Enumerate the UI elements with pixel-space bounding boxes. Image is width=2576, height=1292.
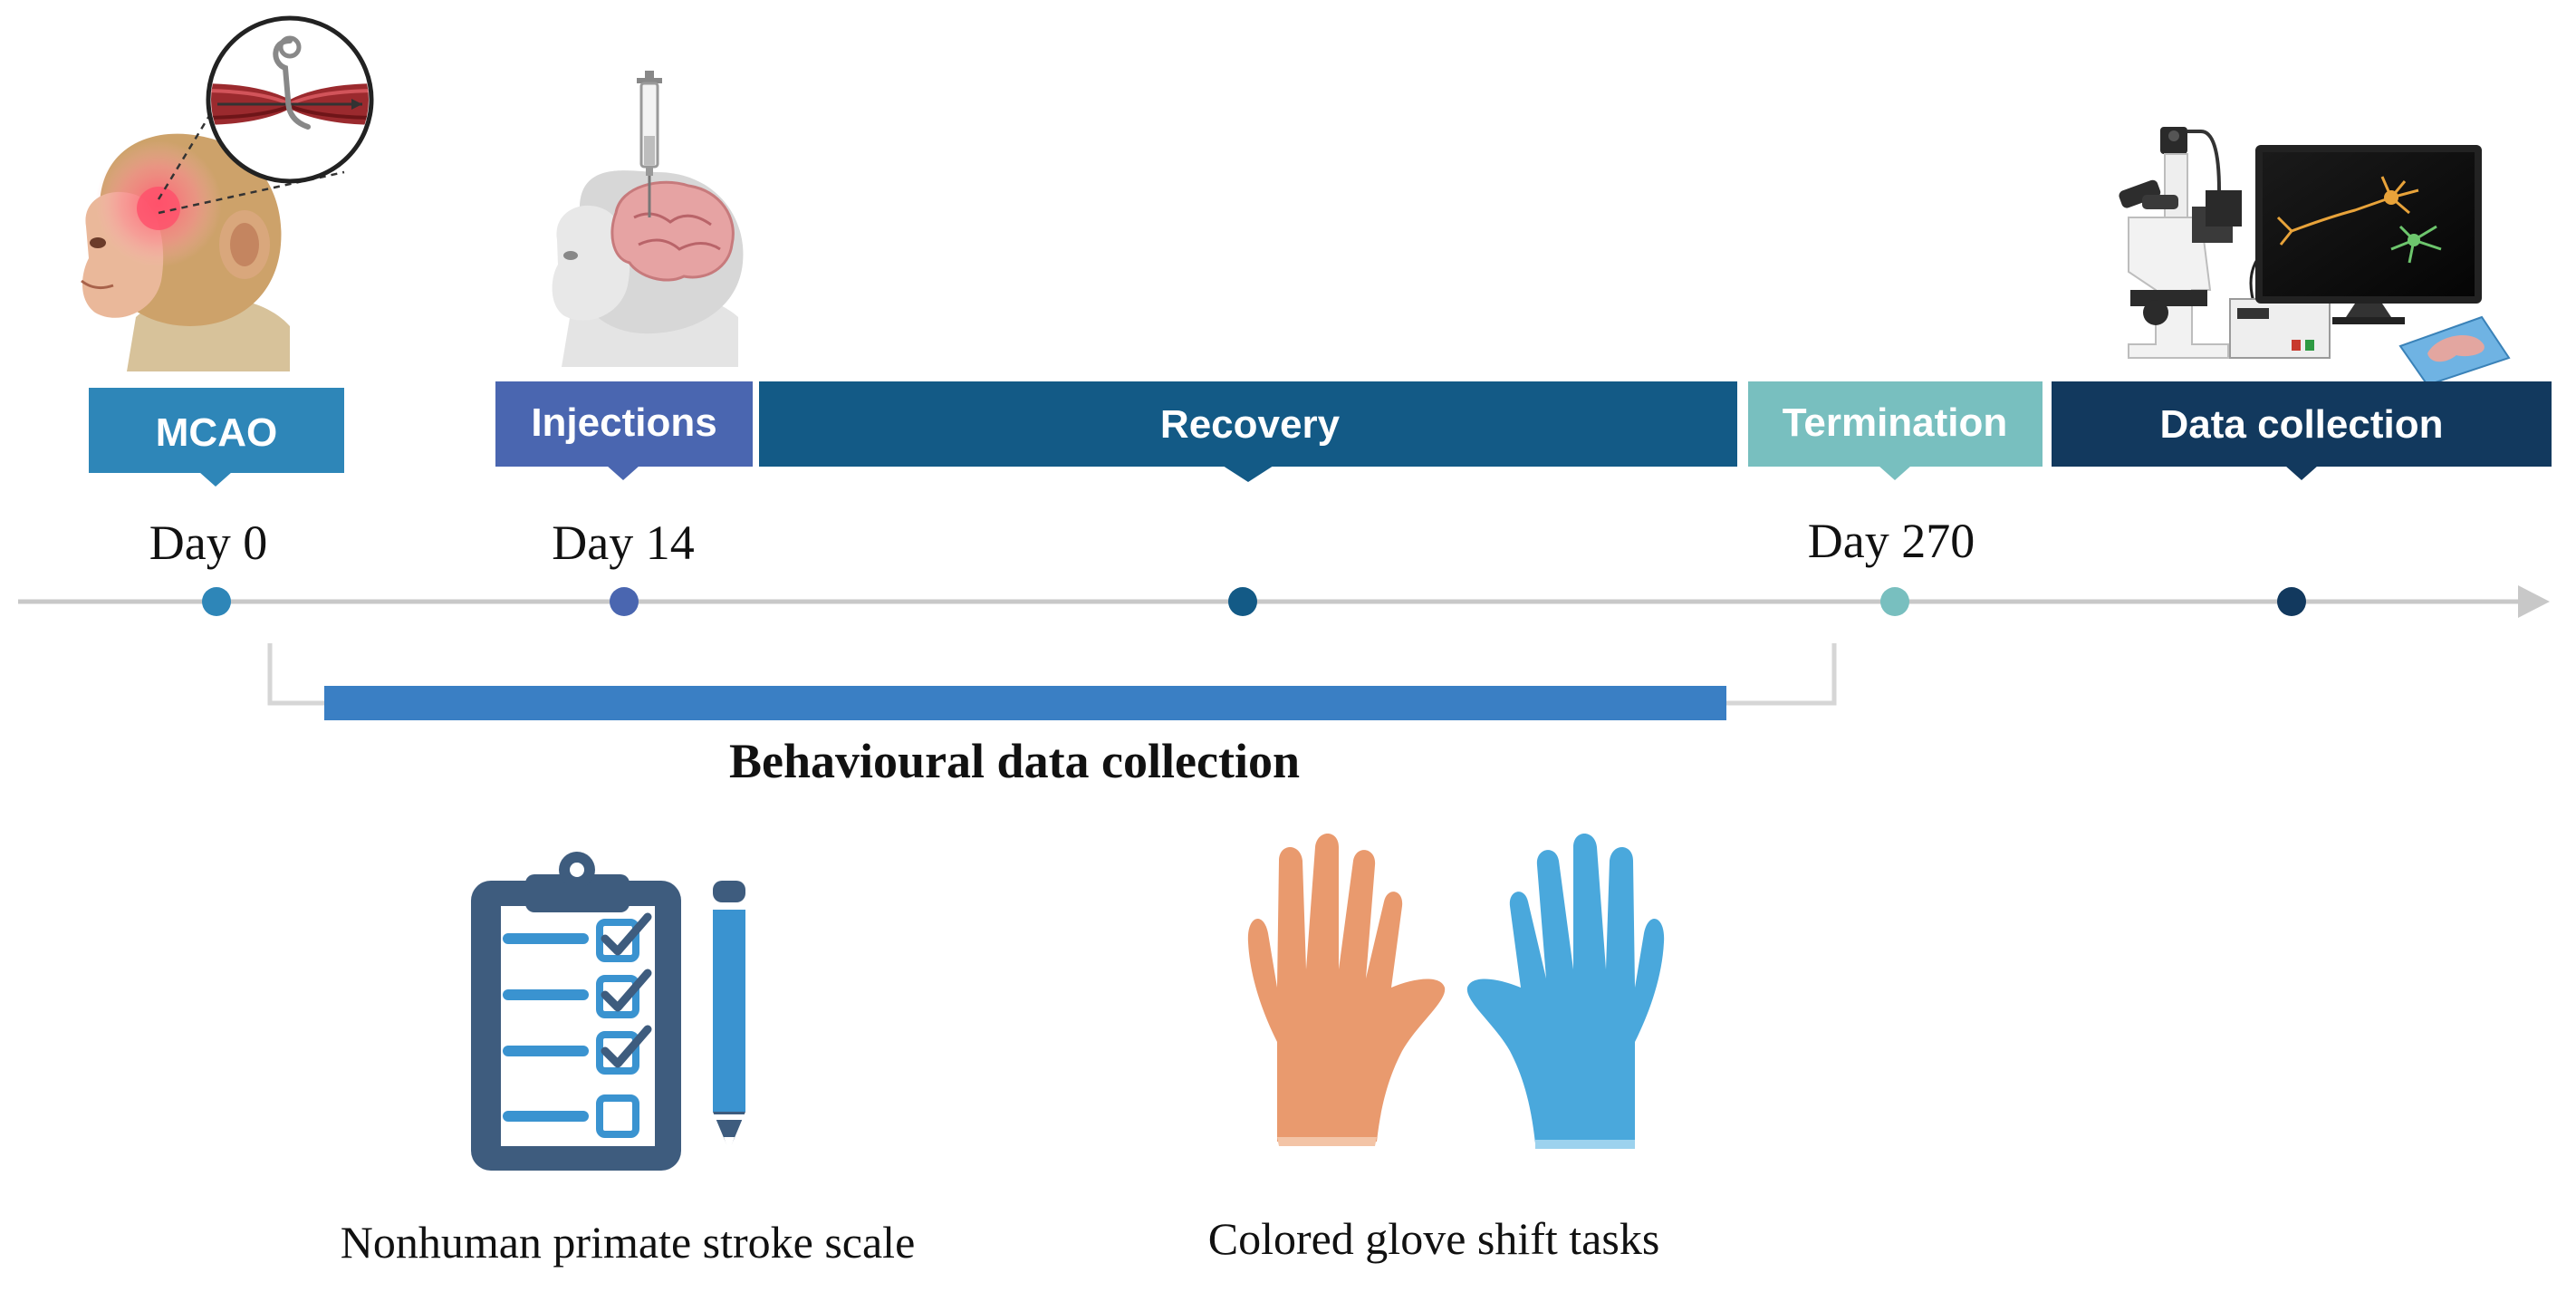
hands-gloves-icon	[1247, 834, 1665, 1149]
phase-box-data-collection: Data collection	[2052, 381, 2552, 480]
day-label-14: Day 14	[552, 516, 694, 570]
behaviour-title: Behavioural data collection	[729, 734, 1300, 788]
task-label-glove-shift: Colored glove shift tasks	[1208, 1213, 1660, 1264]
timeline-dot-termination	[1880, 587, 1909, 616]
phase-box-mcao: MCAO	[89, 388, 344, 487]
phase-box-termination: Termination	[1748, 381, 2043, 480]
phase-label-injections: Injections	[531, 400, 716, 445]
timeline-dot-data-collection	[2277, 587, 2306, 616]
day-label-0: Day 0	[149, 516, 267, 570]
task-label-stroke-scale: Nonhuman primate stroke scale	[341, 1217, 916, 1268]
timeline-dot-recovery	[1228, 587, 1257, 616]
clipboard-checklist-icon	[471, 852, 681, 1171]
pencil-icon	[713, 881, 745, 1152]
microscope-monitor-icon	[2119, 127, 2511, 387]
behaviour-bar	[324, 686, 1726, 720]
timeline-dot-mcao	[202, 587, 231, 616]
phase-box-injections: Injections	[495, 381, 753, 480]
phase-box-recovery: Recovery	[759, 381, 1737, 482]
day-label-270: Day 270	[1808, 514, 1975, 568]
timeline-axis	[18, 585, 2550, 618]
phase-label-recovery: Recovery	[1160, 402, 1341, 447]
monkey-stroke-icon	[81, 15, 374, 371]
timeline-dot-injections	[610, 587, 639, 616]
monkey-syringe-icon	[552, 71, 744, 367]
phase-label-data-collection: Data collection	[2160, 402, 2444, 447]
phase-label-mcao: MCAO	[156, 410, 277, 455]
phase-label-termination: Termination	[1783, 400, 2008, 445]
